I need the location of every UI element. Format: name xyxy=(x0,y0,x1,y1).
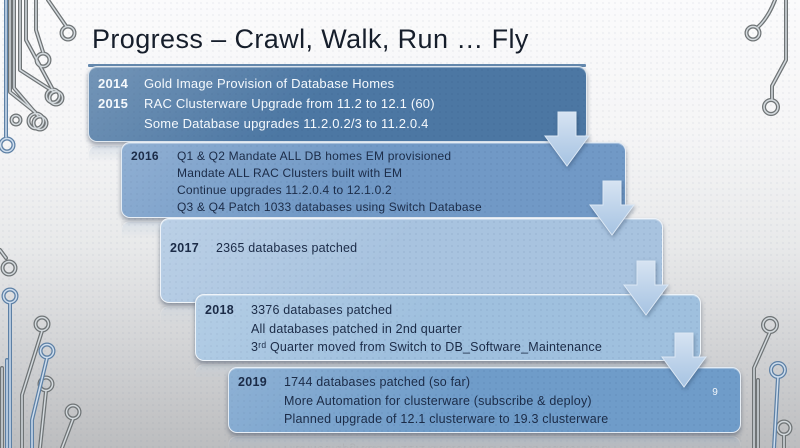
milestone-text: Q3 & Q4 Patch 1033 databases using Switc… xyxy=(177,200,482,214)
year-label: 2019 xyxy=(238,375,268,389)
down-arrow-icon xyxy=(589,180,635,236)
timeline-row: 2015 RAC Clusterware Upgrade from 11.2 t… xyxy=(89,94,586,114)
page-number: 9 xyxy=(712,387,718,398)
timeline-row: All databases patched in 2nd quarter xyxy=(196,320,700,339)
milestone-text: 2365 databases patched xyxy=(216,241,358,255)
milestone-text: 1744 databases patched (so far) xyxy=(284,375,471,389)
timeline-row: Continue upgrades 11.2.0.4 to 12.1.0.2 xyxy=(122,182,625,199)
down-arrow-icon xyxy=(661,332,707,388)
milestone-text: All databases patched in 2nd quarter xyxy=(251,321,462,336)
year-label: 2016 xyxy=(131,149,159,163)
timeline-row: Planned upgrade of 12.1 clusterware to 1… xyxy=(229,410,740,429)
timeline-row: 2016 Q1 & Q2 Mandate ALL DB homes EM pro… xyxy=(122,148,625,165)
timeline-box-2018: 2018 3376 databases patched All database… xyxy=(195,294,701,361)
timeline-row: Q3 & Q4 Patch 1033 databases using Switc… xyxy=(122,199,625,216)
milestone-text: Q1 & Q2 Mandate ALL DB homes EM provisio… xyxy=(177,149,452,163)
milestone-text: 3376 databases patched xyxy=(251,303,393,317)
timeline-box-2019: 2019 1744 databases patched (so far) Mor… xyxy=(228,367,741,433)
year-label: 2014 xyxy=(98,76,129,91)
year-label: 2015 xyxy=(98,96,129,111)
milestone-text: Some Database upgrades 11.2.0.2/3 to 11.… xyxy=(144,116,429,131)
down-arrow-icon xyxy=(544,111,590,167)
timeline-row: 2014 Gold Image Provision of Database Ho… xyxy=(89,74,586,94)
down-arrow-icon xyxy=(623,260,669,316)
title-underline xyxy=(88,64,586,67)
timeline-row: Mandate ALL RAC Clusters built with EM xyxy=(122,165,625,182)
year-label: 2017 xyxy=(170,241,200,255)
circuit-traces-left-icon xyxy=(0,0,82,448)
year-label: 2018 xyxy=(205,303,235,317)
timeline-box-2016: 2016 Q1 & Q2 Mandate ALL DB homes EM pro… xyxy=(121,142,626,218)
timeline-row: 2019 1744 databases patched (so far) xyxy=(229,373,740,392)
timeline-box-2017: 2017 2365 databases patched xyxy=(160,218,663,303)
milestone-text: More Automation for clusterware (subscri… xyxy=(284,393,592,408)
milestone-text: Continue upgrades 11.2.0.4 to 12.1.0.2 xyxy=(177,183,392,197)
timeline-row: 2018 3376 databases patched xyxy=(196,301,700,320)
milestone-text: Gold Image Provision of Database Homes xyxy=(144,76,395,91)
milestone-text: 3ʳᵈ Quarter moved from Switch to DB_Soft… xyxy=(251,340,603,354)
timeline-row: More Automation for clusterware (subscri… xyxy=(229,392,740,411)
timeline-row: 3ʳᵈ Quarter moved from Switch to DB_Soft… xyxy=(196,338,700,357)
milestone-text: RAC Clusterware Upgrade from 11.2 to 12.… xyxy=(144,96,435,111)
page-title: Progress – Crawl, Walk, Run … Fly xyxy=(92,24,529,54)
timeline-box-2014-2015: 2014 Gold Image Provision of Database Ho… xyxy=(88,66,587,142)
timeline-row: 2017 2365 databases patched xyxy=(161,239,662,257)
milestone-text: Planned upgrade of 12.1 clusterware to 1… xyxy=(284,412,609,426)
timeline-row: Some Database upgrades 11.2.0.2/3 to 11.… xyxy=(89,114,586,134)
milestone-text: Mandate ALL RAC Clusters built with EM xyxy=(177,166,403,180)
